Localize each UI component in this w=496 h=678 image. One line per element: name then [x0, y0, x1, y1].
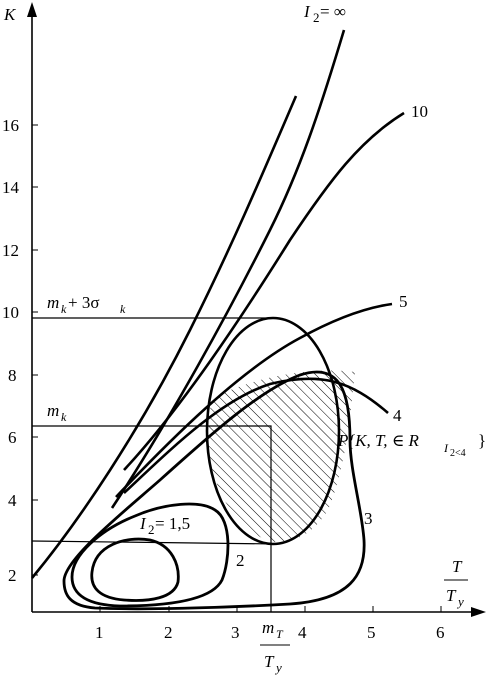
curve-label-2: 2	[236, 551, 245, 570]
curve-label-3: 3	[364, 509, 373, 528]
svg-text:m: m	[47, 401, 59, 420]
x-axis-label: T T y	[444, 557, 468, 609]
y-axis-arrow	[27, 2, 37, 17]
y-tick-label: 6	[8, 428, 17, 447]
x-tick-label: 2	[164, 623, 173, 642]
contour-1-5	[90, 537, 180, 602]
annotation-mk: m k	[47, 401, 67, 424]
y-axis-label: K	[3, 5, 17, 24]
curve-label-inf: I 2 = ∞	[303, 2, 346, 25]
y-tick-label: 8	[8, 366, 17, 385]
x-tick-label: 1	[95, 623, 104, 642]
svg-text:m: m	[47, 293, 59, 312]
y-tick-label: 14	[2, 178, 20, 197]
svg-text:k: k	[61, 410, 67, 424]
curve-label-4: 4	[393, 406, 402, 425]
curve-5	[115, 302, 393, 498]
svg-text:I: I	[443, 441, 449, 455]
svg-text:T: T	[452, 557, 463, 576]
svg-text:P{K, T, ∈ R: P{K, T, ∈ R	[337, 431, 420, 450]
svg-text:2: 2	[148, 522, 155, 537]
annotation-mk-plus-3sigma: m k + 3σ k	[47, 293, 126, 316]
svg-text:I: I	[303, 2, 311, 21]
curve-label-1-5: I 2 = 1,5	[139, 514, 190, 537]
open-curves	[30, 29, 405, 579]
x-tick-label: 5	[367, 623, 376, 642]
x-axis-arrow	[471, 607, 486, 617]
curve-4	[123, 377, 389, 494]
svg-text:= 1,5: = 1,5	[155, 514, 190, 533]
closed-contours	[62, 370, 366, 611]
y-tick-label: 10	[2, 303, 19, 322]
curve-label-10: 10	[411, 102, 428, 121]
svg-text:k: k	[61, 302, 67, 316]
svg-text:T: T	[276, 627, 284, 641]
annotation-probability: P{K, T, ∈ R I 2<4 }	[337, 431, 486, 459]
x-tick-label: 4	[298, 623, 307, 642]
curve-inf	[110, 29, 346, 509]
svg-text:y: y	[456, 594, 464, 609]
hatched-region	[207, 370, 355, 543]
curve-left	[30, 95, 298, 579]
curve-label-5: 5	[399, 292, 408, 311]
svg-text:m: m	[262, 618, 274, 637]
svg-text:}: }	[478, 431, 486, 450]
svg-text:= ∞: = ∞	[320, 2, 346, 21]
y-ticks: 2 4 6 8 10 12 14 16	[2, 116, 38, 585]
y-tick-label: 4	[8, 491, 17, 510]
confidence-ellipse	[205, 316, 341, 546]
y-tick-label: 2	[8, 566, 17, 585]
contour-2	[70, 502, 230, 608]
x-tick-label: 6	[436, 623, 445, 642]
svg-text:2<4: 2<4	[450, 448, 466, 459]
svg-text:T: T	[264, 652, 275, 671]
svg-text:T: T	[446, 586, 457, 605]
annotation-mT-over-Ty: m T T y	[260, 618, 290, 675]
svg-text:I: I	[139, 514, 147, 533]
x-tick-label: 3	[231, 623, 240, 642]
contour-3	[62, 370, 366, 611]
y-tick-label: 16	[2, 116, 19, 135]
svg-text:+ 3σ: + 3σ	[68, 293, 100, 312]
y-tick-label: 12	[2, 241, 19, 260]
svg-text:2: 2	[313, 10, 320, 25]
svg-text:k: k	[120, 302, 126, 316]
svg-text:y: y	[274, 660, 282, 675]
